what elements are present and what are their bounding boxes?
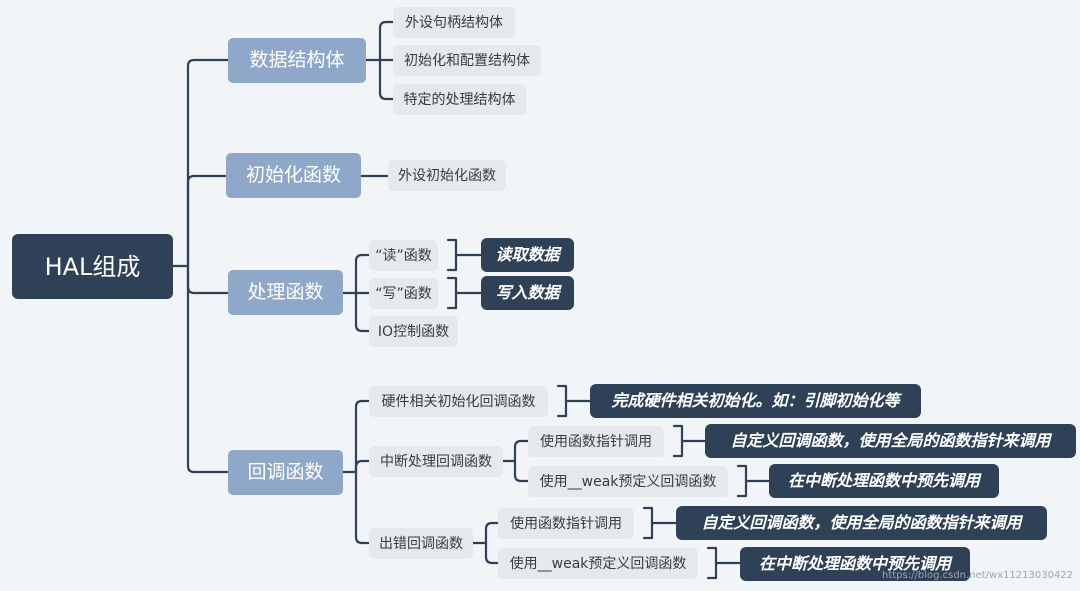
connector-line (186, 58, 230, 268)
leaf-label: 初始化和配置结构体 (404, 52, 530, 69)
category-callback-functions[interactable]: 回调函数 (228, 450, 343, 495)
leaf-io-control-function[interactable]: IO控制函数 (369, 316, 458, 347)
leaf-label: “写”函数 (375, 285, 432, 302)
note-irq-weak-callback[interactable]: 在中断处理函数中预先调用 (769, 464, 999, 498)
connector-line (484, 541, 500, 565)
note-error-func-pointer[interactable]: 自定义回调函数，使用全局的函数指针来调用 (676, 506, 1047, 540)
leaf-label: 中断处理回调函数 (380, 453, 492, 470)
connector-line (354, 291, 371, 333)
note-label: 读取数据 (495, 245, 560, 264)
leaf-error-weak-callback[interactable]: 使用__weak预定义回调函数 (498, 548, 698, 579)
note-label: 写入数据 (495, 283, 560, 302)
leaf-init-config-struct[interactable]: 初始化和配置结构体 (393, 45, 541, 76)
leaf-hw-init-callback[interactable]: 硬件相关初始化回调函数 (369, 386, 548, 417)
connector-line (378, 58, 395, 101)
note-label: 自定义回调函数，使用全局的函数指针来调用 (730, 431, 1051, 450)
leaf-irq-weak-callback[interactable]: 使用__weak预定义回调函数 (528, 466, 728, 497)
leaf-label: “读”函数 (375, 247, 432, 264)
leaf-label: 使用函数指针调用 (510, 515, 622, 532)
leaf-label: 使用函数指针调用 (540, 433, 652, 450)
connector-line (556, 384, 568, 418)
leaf-label: 外设句柄结构体 (405, 14, 503, 31)
leaf-label: 硬件相关初始化回调函数 (381, 393, 536, 410)
note-hw-init-callback[interactable]: 完成硬件相关初始化。如：引脚初始化等 (590, 384, 921, 418)
note-write-data[interactable]: 写入数据 (481, 276, 574, 310)
connector-line (642, 506, 654, 540)
leaf-label: 特定的处理结构体 (403, 91, 516, 108)
connector-line (446, 276, 458, 310)
leaf-peripheral-init[interactable]: 外设初始化函数 (388, 160, 506, 191)
leaf-write-function[interactable]: “写”函数 (369, 278, 438, 309)
connector-line (354, 399, 371, 474)
watermark-text: https://blog.csdn.net/wx11213030422 (882, 570, 1074, 581)
leaf-error-callback[interactable]: 出错回调函数 (369, 528, 473, 559)
note-label: 自定义回调函数，使用全局的函数指针来调用 (701, 513, 1022, 532)
connector-line (706, 546, 718, 580)
connector-line (513, 459, 530, 483)
leaf-handle-struct[interactable]: 外设句柄结构体 (393, 7, 515, 38)
connector-line (354, 470, 371, 545)
connector-line (672, 424, 684, 458)
root-node[interactable]: HAL组成 (12, 234, 173, 299)
category-label: 处理函数 (247, 281, 324, 303)
leaf-specific-struct[interactable]: 特定的处理结构体 (393, 84, 526, 115)
note-label: 在中断处理函数中预先调用 (758, 554, 951, 573)
note-irq-func-pointer[interactable]: 自定义回调函数，使用全局的函数指针来调用 (705, 424, 1076, 458)
leaf-error-func-pointer[interactable]: 使用函数指针调用 (498, 508, 634, 539)
leaf-label: IO控制函数 (377, 323, 450, 340)
category-label: 初始化函数 (245, 164, 341, 186)
connector-line (378, 20, 395, 62)
connector-line (186, 264, 230, 474)
connector-line (484, 521, 500, 545)
connector-line (446, 238, 458, 272)
note-label: 完成硬件相关初始化。如：引脚初始化等 (611, 391, 900, 410)
connector-line (186, 174, 228, 268)
connector-line (513, 439, 530, 463)
category-process-functions[interactable]: 处理函数 (228, 270, 343, 315)
leaf-irq-func-pointer[interactable]: 使用函数指针调用 (528, 426, 664, 457)
leaf-irq-callback[interactable]: 中断处理回调函数 (369, 446, 503, 477)
category-label: 数据结构体 (249, 49, 345, 71)
category-data-structures[interactable]: 数据结构体 (228, 38, 366, 83)
category-init-functions[interactable]: 初始化函数 (226, 153, 361, 198)
connector-line (354, 459, 371, 474)
connector-line (354, 253, 371, 295)
leaf-label: 使用__weak预定义回调函数 (539, 473, 717, 490)
leaf-label: 使用__weak预定义回调函数 (509, 555, 687, 572)
connector-line (736, 464, 748, 498)
connector-line (186, 264, 230, 295)
note-error-weak-callback[interactable]: 在中断处理函数中预先调用 (740, 547, 970, 581)
category-label: 回调函数 (247, 461, 324, 483)
leaf-label: 外设初始化函数 (398, 167, 496, 184)
leaf-label: 出错回调函数 (379, 535, 463, 552)
leaf-read-function[interactable]: “读”函数 (369, 240, 438, 271)
root-label: HAL组成 (44, 252, 141, 281)
note-label: 在中断处理函数中预先调用 (787, 471, 980, 490)
note-read-data[interactable]: 读取数据 (481, 238, 574, 272)
